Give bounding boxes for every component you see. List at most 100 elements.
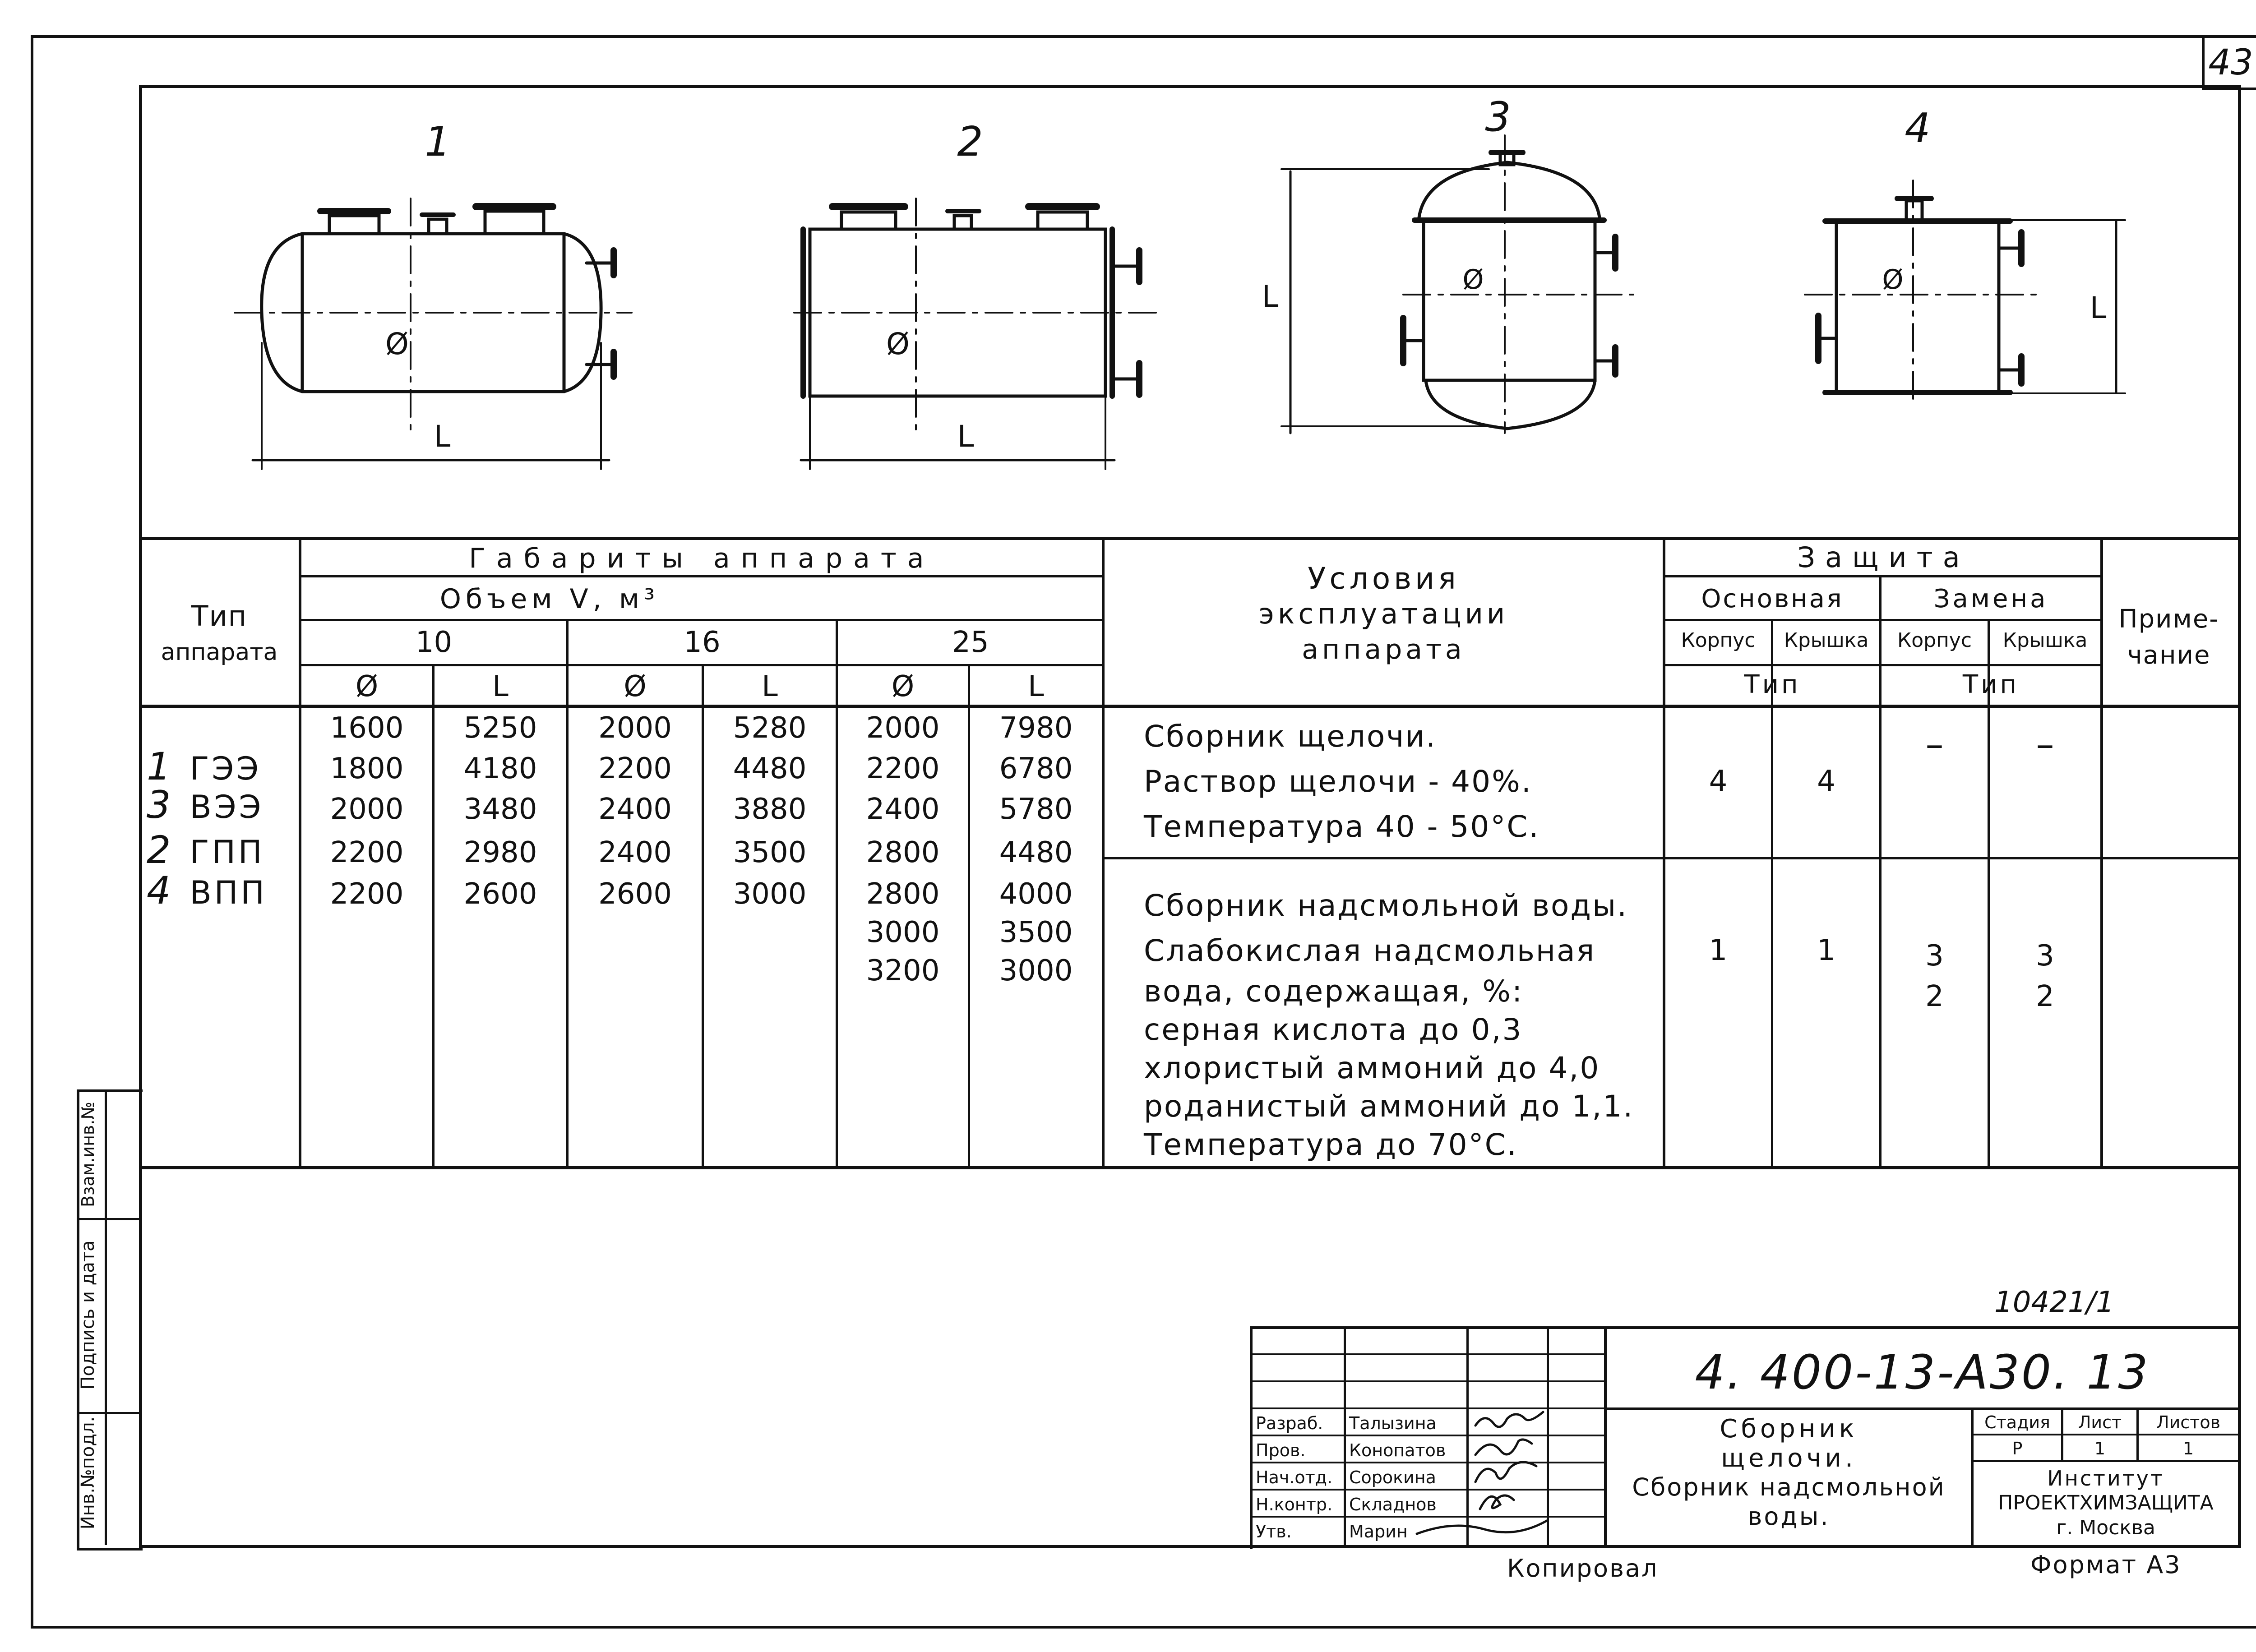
conditions-2-line-7: Температура до 70°С. [1144, 1127, 1518, 1162]
dim-cell: 2400 [598, 793, 672, 826]
stage-value: Р [2012, 1439, 2023, 1458]
inner-frame [139, 85, 2241, 1548]
name-5: Марин [1349, 1522, 1408, 1541]
figure-2-dim-length: L [957, 419, 974, 454]
tb-hrow-6 [1250, 1489, 1606, 1490]
role-4: Н.контр. [1256, 1495, 1333, 1514]
figure-4-vessel [1804, 180, 2126, 407]
type-num: 4 [147, 868, 171, 913]
prot-2-main-lid: 1 [1817, 934, 1835, 967]
type-code: ГПП [190, 834, 265, 871]
dim-cell: 2200 [330, 877, 404, 911]
name-1: Талызина [1349, 1413, 1437, 1433]
title-line-4: воды. [1747, 1502, 1830, 1531]
tb-hrow-2 [1250, 1380, 1606, 1382]
page-number-box [2202, 35, 2256, 90]
header-main-body: Корпус [1681, 629, 1756, 652]
table-top-line [139, 537, 2238, 540]
vline-type [299, 537, 301, 1168]
dim-cell: 4000 [999, 877, 1073, 911]
title-line-2: щелочи. [1721, 1444, 1857, 1473]
side-stamp-sep-1 [77, 1218, 140, 1220]
sub-col-d2: Ø [624, 670, 647, 703]
type-code: ВПП [190, 874, 268, 911]
header-main-lid: Крышка [1784, 629, 1869, 652]
title-block-box [1250, 1326, 2241, 1549]
role-2: Пров. [1256, 1440, 1306, 1460]
header-gabarity: Габариты аппарата [469, 543, 935, 574]
dim-cell: 3480 [463, 793, 537, 826]
header-volume-10: 10 [415, 626, 453, 659]
figure-2-label: 2 [957, 118, 983, 166]
table-bottom-line [139, 1166, 2238, 1169]
type-num: 1 [147, 744, 171, 789]
dim-cell: 5280 [733, 711, 807, 745]
dim-cell: 7980 [999, 711, 1073, 745]
stamp-number: 10421/1 [1994, 1286, 2114, 1319]
prot-1-main-lid: 4 [1817, 765, 1835, 798]
sheet-label: Лист [2078, 1412, 2122, 1432]
conditions-1-line-2: Раствор щелочи - 40%. [1144, 764, 1532, 799]
prot-1-repl-body: – [1925, 723, 1944, 765]
vline-prot [1663, 537, 1665, 1168]
header-main-tip: Тип [1744, 670, 1801, 699]
stage-label: Стадия [1984, 1412, 2050, 1432]
outer-frame [31, 35, 2256, 1629]
figure-2-vessel [793, 198, 1165, 470]
dim-cell: 3200 [866, 954, 940, 988]
prot-2-main-body: 1 [1709, 934, 1728, 967]
dim-cell: 4480 [733, 752, 807, 785]
dim-cell: 2600 [598, 877, 672, 911]
dim-cell: 3500 [733, 836, 807, 869]
conditions-2-line-5: хлористый аммоний до 4,0 [1144, 1051, 1600, 1085]
type-code: ВЭЭ [190, 789, 264, 826]
prot-1-main-body: 4 [1709, 765, 1728, 798]
dim-cell: 2200 [330, 836, 404, 869]
hline-volume [300, 619, 1103, 621]
sheets-value: 1 [2182, 1439, 2194, 1458]
dim-cell: 4480 [999, 836, 1073, 869]
dim-cell: 2200 [598, 752, 672, 785]
figure-4-dim-length: L [2090, 291, 2107, 325]
hline-prot-1 [1664, 575, 2102, 577]
hline-prot-2 [1664, 619, 2102, 621]
page-number: 43 [2208, 42, 2253, 83]
title-line-3: Сборник надсмольной [1632, 1473, 1946, 1501]
sub-col-l2: L [762, 670, 778, 703]
dim-cell: 3000 [733, 877, 807, 911]
tb-vline-4 [1604, 1326, 1607, 1546]
dim-cell: 2000 [330, 793, 404, 826]
type-row-4: 4 ВПП [147, 868, 267, 913]
type-num: 3 [147, 783, 171, 827]
sub-col-l3: L [1028, 670, 1044, 703]
dim-cell: 1600 [330, 711, 404, 745]
header-type-line1: Тип [191, 600, 248, 632]
vline-prot-repl [1879, 575, 1882, 1168]
side-stamp-box [77, 1089, 143, 1550]
tb-vline-1 [1344, 1326, 1346, 1546]
type-code: ГЭЭ [190, 750, 262, 787]
dim-cell: 6780 [999, 752, 1073, 785]
prot-1-repl-lid: – [2036, 723, 2054, 765]
dim-cell: 2980 [463, 836, 537, 869]
role-5: Утв. [1256, 1522, 1292, 1541]
document-code: 4. 400-13-А30. 13 [1695, 1345, 2150, 1400]
figure-3-dim-diameter: Ø [1462, 264, 1484, 295]
sub-col-l1: L [492, 670, 509, 703]
header-conditions-1: Условия [1308, 561, 1460, 596]
figure-1-label: 1 [425, 118, 451, 166]
figure-4-dim-diameter: Ø [1882, 264, 1904, 295]
vline-25 [836, 619, 838, 1168]
sheets-label: Листов [2156, 1412, 2220, 1432]
type-row-3: 2 ГПП [147, 828, 265, 872]
header-volume-16: 16 [684, 626, 721, 659]
header-conditions-2: эксплуатации [1258, 597, 1509, 630]
figure-1-dim-diameter: Ø [385, 327, 409, 361]
dim-cell: 5780 [999, 793, 1073, 826]
name-2: Конопатов [1349, 1440, 1446, 1460]
type-row-1: 1 ГЭЭ [147, 744, 261, 789]
header-protection-replace: Замена [1933, 584, 2048, 614]
conditions-2-line-4: серная кислота до 0,3 [1144, 1012, 1523, 1047]
vline-cond [1102, 537, 1105, 1168]
row-separator-line [1103, 857, 2238, 859]
